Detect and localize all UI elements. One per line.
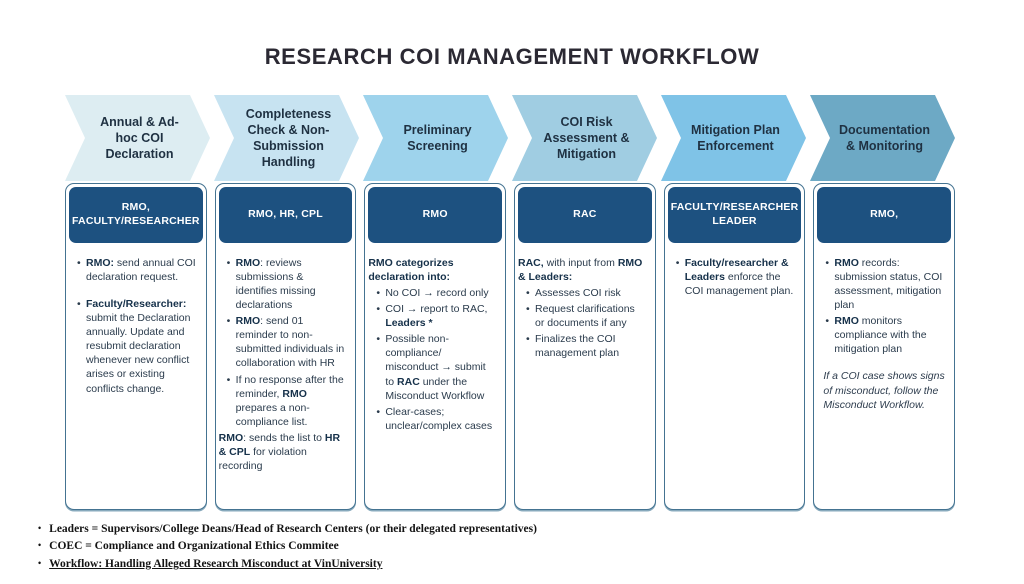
stage-cards: RMO, FACULTY/RESEARCHER RMO: send annual … (65, 183, 956, 510)
stage-card-header: RMO (368, 187, 503, 243)
stage-card-body: RMO categorizes declaration into: No COI … (365, 246, 505, 443)
stage-arrow-label: Preliminary Screening (403, 122, 472, 153)
stage-band: Annual & Ad-hoc COI Declaration Completen… (65, 95, 955, 181)
footnote-2: • COEC = Compliance and Organizational Et… (38, 538, 998, 555)
bullet-item: RMO monitors compliance with the mitigat… (823, 314, 946, 356)
text-block: RMO: sends the list to HR & CPL for viol… (218, 431, 341, 472)
stage-card-2: RMO, HR, CPL RMO: reviews submissions & i… (214, 183, 357, 510)
bullet-item: RMO: send annual COI declaration request… (75, 256, 198, 284)
footnote-text: Leaders = Supervisors/College Deans/Head… (49, 523, 537, 535)
stage-card-4: RAC RAC, with input from RMO & Leaders: As… (514, 183, 656, 510)
stage-card-6: RMO, RMO records: submission status, COI … (813, 183, 956, 510)
stage-card-body: Faculty/researcher & Leaders enforce the… (665, 246, 805, 308)
bullet-item: RMO: send 01 reminder to non-submitted i… (225, 314, 348, 370)
bullet-item: Finalizes the COI management plan (524, 332, 647, 360)
footnotes: • Leaders = Supervisors/College Deans/Hea… (38, 521, 998, 573)
bullet-item: Faculty/Researcher: submit the Declarati… (75, 297, 198, 395)
bullet-item: RMO records: submission status, COI asse… (823, 256, 946, 312)
bullet-item: RMO: reviews submissions & identifies mi… (225, 256, 348, 312)
stage-card-3: RMO RMO categorizes declaration into: No C… (364, 183, 507, 510)
text-block: RAC, with input from RMO & Leaders: (518, 257, 643, 284)
stage-arrow-5: Mitigation Plan Enforcement (661, 95, 806, 181)
stage-card-header: RMO, (817, 187, 952, 243)
bullet-dot: • (38, 540, 42, 551)
bullet-item: If no response after the reminder, RMO p… (225, 373, 348, 429)
stage-card-1: RMO, FACULTY/RESEARCHER RMO: send annual … (65, 183, 207, 510)
footnote-1: • Leaders = Supervisors/College Deans/Hea… (38, 521, 998, 538)
footnote-3: • Workflow: Handling Alleged Research Mis… (38, 556, 998, 573)
text-block: RMO categorizes declaration into: (368, 257, 454, 284)
bullet-item: Clear-cases; unclear/complex cases (374, 405, 497, 433)
bullet-dot: • (38, 523, 42, 533)
bullet-dot: • (38, 557, 42, 568)
stage-arrow-label: Documentation & Monitoring (839, 122, 930, 153)
stage-card-body: RMO: send annual COI declaration request… (66, 246, 206, 406)
stage-card-header: RMO, HR, CPL (218, 187, 353, 243)
stage-card-header: RAC (518, 187, 652, 243)
stage-card-5: FACULTY/RESEARCHER LEADER Faculty/researc… (663, 183, 806, 510)
bullet-item: Request clarifications or documents if a… (524, 302, 647, 330)
stage-arrow-label: Completeness Check & Non-Submission Hand… (245, 106, 332, 170)
stage-arrow-label: Annual & Ad-hoc COI Declaration (100, 114, 179, 162)
stage-arrow-3: Preliminary Screening (363, 95, 508, 181)
stage-card-body: RMO records: submission status, COI asse… (814, 246, 954, 422)
stage-card-body: RMO: reviews submissions & identifies mi… (216, 246, 356, 483)
stage-arrow-4: COI Risk Assessment & Mitigation (512, 95, 657, 181)
bullet-item: Possible non-compliance/ misconduct → su… (374, 332, 497, 402)
stage-arrow-label: COI Risk Assessment & Mitigation (543, 114, 630, 162)
bullet-item: Assesses COI risk (524, 286, 647, 300)
stage-arrow-label: Mitigation Plan Enforcement (691, 122, 780, 153)
stage-arrow-6: Documentation & Monitoring (810, 95, 955, 181)
bullet-item: Faculty/researcher & Leaders enforce the… (674, 256, 797, 298)
footnote-text: COEC = Compliance and Organizational Eth… (49, 540, 339, 553)
stage-arrow-2: Completeness Check & Non-Submission Hand… (214, 95, 359, 181)
bullet-item: No COI → record only (374, 286, 497, 300)
stage-card-header: RMO, FACULTY/RESEARCHER (69, 187, 203, 243)
bullet-item: COI → report to RAC, Leaders * (374, 302, 497, 330)
stage-arrow-1: Annual & Ad-hoc COI Declaration (65, 95, 210, 181)
italic-note: If a COI case shows signs of misconduct,… (823, 370, 945, 411)
stage-card-body: RAC, with input from RMO & Leaders: Asses… (515, 246, 655, 370)
stage-card-header: FACULTY/RESEARCHER LEADER (667, 187, 802, 243)
page-title: RESEARCH COI MANAGEMENT WORKFLOW (264, 44, 760, 69)
footnote-link[interactable]: Workflow: Handling Alleged Research Misc… (49, 557, 383, 570)
